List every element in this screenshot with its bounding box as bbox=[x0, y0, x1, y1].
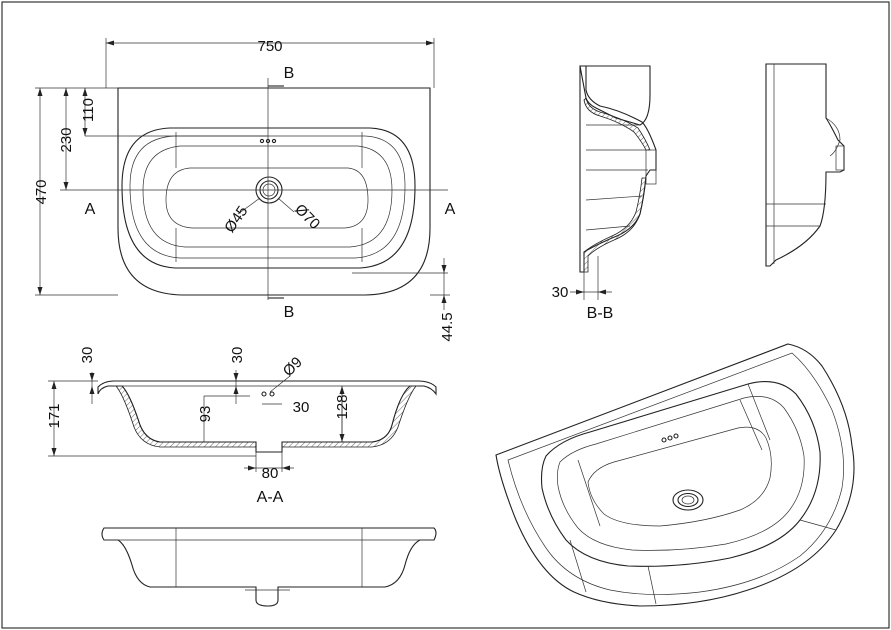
front-elevation-view bbox=[101, 527, 437, 607]
section-aa-view: 30 30 171 93 128 30 Ø9 80 A-A bbox=[46, 347, 437, 506]
tap-hole-section-icon bbox=[261, 391, 267, 397]
isometric-view bbox=[495, 343, 855, 607]
section-a-right: A bbox=[445, 201, 456, 218]
section-b-top: B bbox=[284, 65, 295, 82]
basin-rim bbox=[121, 127, 416, 269]
section-b-bottom: B bbox=[284, 304, 295, 321]
iso-tap-hole-icon bbox=[661, 437, 667, 443]
tap-hole-icon bbox=[259, 138, 265, 144]
iso-bowl bbox=[540, 381, 821, 567]
iso-drain-icon bbox=[672, 489, 704, 511]
side-view bbox=[765, 63, 845, 267]
bb-dim-30: 30 bbox=[552, 284, 569, 301]
front-profile bbox=[101, 527, 437, 607]
aa-dim-171: 171 bbox=[46, 403, 63, 428]
aa-dim-30-left: 30 bbox=[79, 347, 96, 364]
section-aa-title: A-A bbox=[257, 489, 284, 506]
aa-dim-93: 93 bbox=[197, 406, 214, 423]
section-bb-view: 30 B-B bbox=[552, 65, 657, 322]
dim-width: 750 bbox=[257, 38, 282, 55]
aa-dim-9: Ø9 bbox=[280, 354, 306, 380]
section-bb-title: B-B bbox=[587, 305, 614, 322]
basin-outline bbox=[117, 87, 431, 296]
dim-44-5: 44.5 bbox=[439, 312, 456, 341]
dim-height: 470 bbox=[33, 179, 50, 204]
aa-dim-80: 80 bbox=[262, 465, 279, 482]
section-a-left: A bbox=[85, 201, 96, 218]
bb-upper-body bbox=[579, 65, 651, 126]
aa-dim-30-right: 30 bbox=[293, 399, 310, 416]
top-view: 750 470 230 110 44.5 Ø45 Ø70 A A B B bbox=[33, 38, 456, 342]
aa-dim-128: 128 bbox=[334, 394, 351, 419]
side-profile bbox=[765, 63, 845, 267]
aa-dim-30-mid: 30 bbox=[229, 347, 246, 364]
iso-outline bbox=[495, 343, 855, 607]
dim-230: 230 bbox=[58, 127, 75, 152]
bb-profile bbox=[579, 66, 657, 273]
dim-110: 110 bbox=[80, 98, 97, 122]
